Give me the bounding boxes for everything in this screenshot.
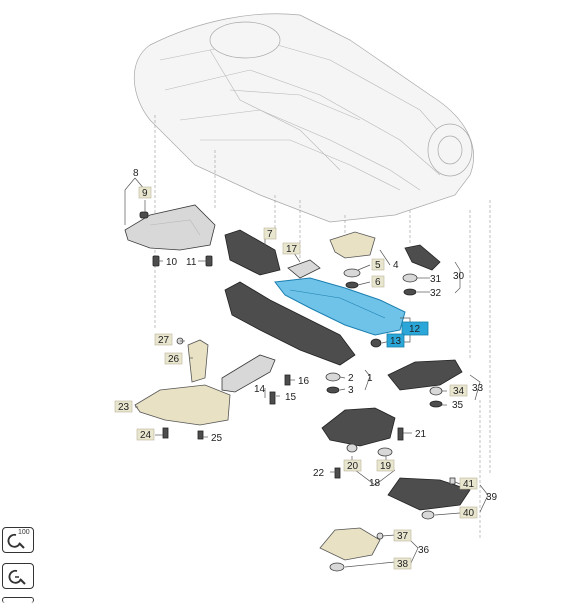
part-clip-13 bbox=[370, 338, 382, 348]
part-shield-33 bbox=[387, 359, 463, 408]
callout-27: 27 bbox=[158, 335, 170, 346]
vehicle-underbody bbox=[133, 13, 474, 223]
part-rear-shield-39 bbox=[387, 477, 471, 520]
callout-15: 15 bbox=[285, 392, 297, 403]
callout-21: 21 bbox=[415, 429, 427, 440]
part-side-sill-1 bbox=[224, 281, 356, 366]
callout-32: 32 bbox=[430, 288, 442, 299]
callout-34: 34 bbox=[453, 386, 465, 397]
callout-10: 10 bbox=[166, 257, 178, 268]
callout-14: 14 bbox=[254, 384, 266, 395]
callout-31: 31 bbox=[430, 274, 442, 285]
callout-8: 8 bbox=[133, 168, 139, 179]
part-side-panel-7 bbox=[224, 229, 281, 276]
callout-3: 3 bbox=[348, 385, 354, 396]
callout-7: 7 bbox=[267, 229, 273, 240]
callout-24: 24 bbox=[140, 430, 152, 441]
callout-26: 26 bbox=[168, 354, 180, 365]
callout-4: 4 bbox=[393, 260, 399, 271]
zoom-100-label: 100 bbox=[18, 529, 30, 536]
toolbar-button-partial[interactable] bbox=[2, 597, 34, 603]
callout-30: 30 bbox=[453, 271, 465, 282]
callout-20: 20 bbox=[347, 461, 359, 472]
part-rear-shield-36 bbox=[319, 527, 384, 572]
callout-5: 5 bbox=[375, 260, 381, 271]
callout-1: 1 bbox=[367, 373, 373, 384]
callout-13: 13 bbox=[390, 336, 402, 347]
zoom-fit-button[interactable] bbox=[2, 563, 34, 589]
part-grommet-2 bbox=[325, 372, 341, 394]
callout-19: 19 bbox=[380, 461, 392, 472]
callout-22: 22 bbox=[313, 468, 325, 479]
part-trim-4 bbox=[329, 231, 376, 289]
callout-9: 9 bbox=[142, 188, 148, 199]
part-tank-shield-18 bbox=[321, 407, 404, 479]
callout-25: 25 bbox=[211, 433, 223, 444]
zoom-fit-icon bbox=[8, 569, 26, 585]
part-underbody-panel-12-highlighted[interactable] bbox=[274, 277, 406, 336]
callout-18: 18 bbox=[369, 478, 381, 489]
zoom-reset-icon bbox=[7, 533, 25, 549]
part-bracket-14 bbox=[221, 354, 291, 405]
part-front-shield bbox=[124, 204, 216, 267]
callout-36: 36 bbox=[418, 545, 430, 556]
callout-11: 11 bbox=[186, 257, 197, 268]
callout-6: 6 bbox=[375, 277, 381, 288]
callout-12: 12 bbox=[409, 324, 421, 335]
callout-16: 16 bbox=[298, 376, 310, 387]
callout-labels: 8 9 10 11 7 17 4 5 6 31 32 30 12 13 27 2… bbox=[114, 168, 498, 570]
callout-17: 17 bbox=[286, 244, 298, 255]
part-rear-shield-23 bbox=[134, 384, 231, 440]
callout-38: 38 bbox=[397, 559, 409, 570]
callout-39: 39 bbox=[486, 492, 498, 503]
zoom-reset-button[interactable]: 100 bbox=[2, 527, 34, 553]
part-bracket-26 bbox=[176, 337, 209, 383]
callout-33: 33 bbox=[472, 383, 484, 394]
callout-23: 23 bbox=[118, 402, 130, 413]
callout-leaders bbox=[124, 177, 489, 568]
callout-41: 41 bbox=[463, 479, 475, 490]
callout-35: 35 bbox=[452, 400, 464, 411]
part-bracket-17 bbox=[287, 259, 321, 279]
callout-37: 37 bbox=[397, 531, 409, 542]
callout-40: 40 bbox=[463, 508, 475, 519]
callout-2: 2 bbox=[348, 373, 354, 384]
